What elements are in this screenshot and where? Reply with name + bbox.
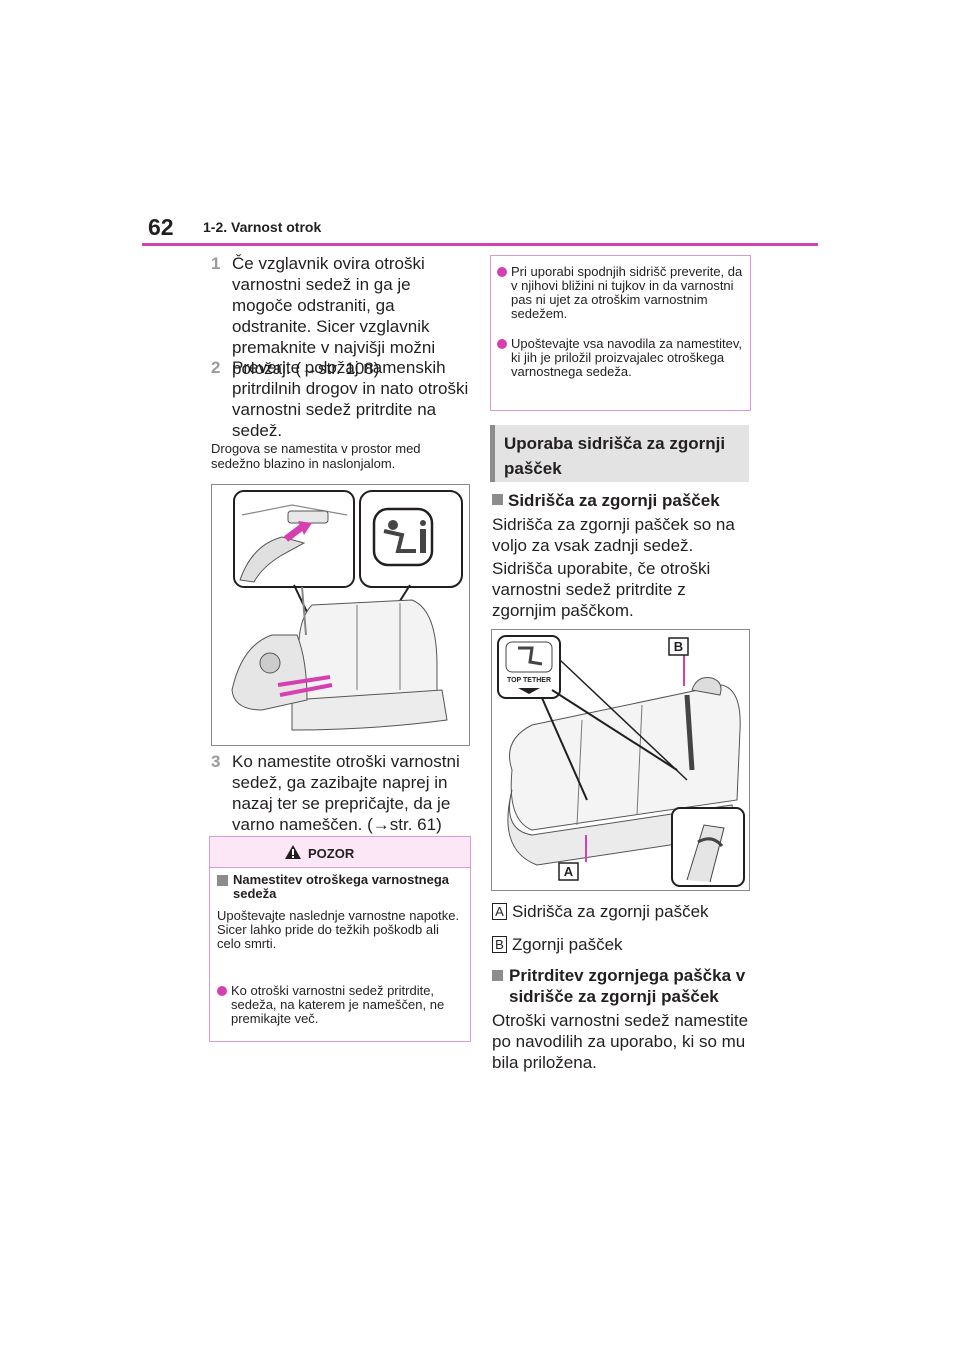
bullet-dot	[497, 339, 507, 349]
step-2: 2 Preverite položaj namenskih pritrdilni…	[211, 357, 471, 441]
tether-label: TOP TETHER	[507, 677, 551, 684]
warning-box: POZOR Namestitev otroškega varnostnega s…	[209, 836, 471, 1042]
step-text: Preverite položaj namenskih pritrdilnih …	[232, 358, 469, 440]
box-bullet-text: Upoštevajte vsa navodila za namestitev, …	[511, 336, 742, 379]
warning-heading-text: Namestitev otroškega varnostnega sedeža	[233, 872, 450, 901]
label-a: A	[564, 864, 574, 879]
step-number: 2	[211, 358, 221, 377]
square-bullet	[492, 494, 503, 505]
legend-a: A Sidrišča za zgornji pašček	[492, 901, 754, 922]
warning-title: POZOR	[308, 846, 355, 861]
top-tether-illustration: TOP TETHER B A	[497, 635, 745, 887]
warning-text: Upoštevajte naslednje varnostne napotke.…	[217, 908, 460, 951]
section-heading-box: Uporaba sidrišča za zgornji pašček	[490, 425, 749, 482]
step-1: 1 Če vzglavnik ovira otroški varnostni s…	[211, 253, 471, 379]
step-3: 3 Ko namestite otroški varnostni sedež, …	[211, 751, 471, 835]
step-number: 3	[211, 752, 221, 771]
paragraph-usage: Sidrišča uporabite, če otroški varnostni…	[492, 559, 711, 620]
bullet-dot	[497, 267, 507, 277]
rod-note: Drogova se namestita v prostor med sedež…	[211, 441, 421, 471]
warning-bullet-text: Ko otroški varnostni sedež pritrdite, se…	[231, 983, 445, 1026]
legend-key: B	[492, 936, 507, 953]
header-rule	[142, 243, 818, 246]
box-bullet: Upoštevajte vsa navodila za namestitev, …	[497, 337, 745, 379]
warning-bullet: Ko otroški varnostni sedež pritrdite, se…	[217, 984, 465, 1026]
subheading-attach: Pritrditev zgornjega paščka v sidrišče z…	[492, 965, 754, 1007]
subheading-text: Sidrišča za zgornji pašček	[508, 491, 720, 510]
label-b: B	[674, 639, 683, 654]
warning-heading: Namestitev otroškega varnostnega sedeža	[217, 873, 465, 901]
paragraph-instructions: Otroški varnostni sedež namestite po nav…	[492, 1011, 749, 1072]
legend-text: Sidrišča za zgornji pašček	[512, 902, 709, 921]
legend-text: Zgornji pašček	[512, 935, 623, 954]
caution-continued-box: Pri uporabi spodnjih sidrišč preverite, …	[490, 255, 751, 411]
square-bullet	[217, 875, 228, 886]
isofix-figure	[211, 484, 470, 746]
paragraph-availability: Sidrišča za zgornji pašček so na voljo z…	[492, 515, 735, 555]
section-title: 1-2. Varnost otrok	[203, 219, 322, 235]
box-bullet-text: Pri uporabi spodnjih sidrišč preverite, …	[511, 264, 743, 321]
square-bullet	[492, 970, 503, 981]
box-bullet: Pri uporabi spodnjih sidrišč preverite, …	[497, 265, 745, 321]
bullet-dot	[217, 986, 227, 996]
step-number: 1	[211, 254, 221, 273]
warning-icon	[285, 845, 301, 859]
step-text: Če vzglavnik ovira otroški varnostni sed…	[232, 254, 436, 378]
legend-key: A	[492, 903, 507, 920]
page-number: 62	[148, 214, 174, 240]
legend-b: B Zgornji pašček	[492, 934, 754, 955]
subheading-text: Pritrditev zgornjega paščka v sidrišče z…	[509, 966, 746, 1006]
warning-header: POZOR	[210, 837, 470, 868]
top-tether-figure: TOP TETHER B A	[491, 629, 750, 891]
section-heading: Uporaba sidrišča za zgornji pašček	[504, 434, 726, 478]
heading-bar	[490, 425, 495, 482]
isofix-illustration	[231, 490, 463, 731]
subheading-anchors: Sidrišča za zgornji pašček	[492, 490, 754, 511]
step-text: Ko namestite otroški varnostni sedež, ga…	[232, 752, 460, 834]
